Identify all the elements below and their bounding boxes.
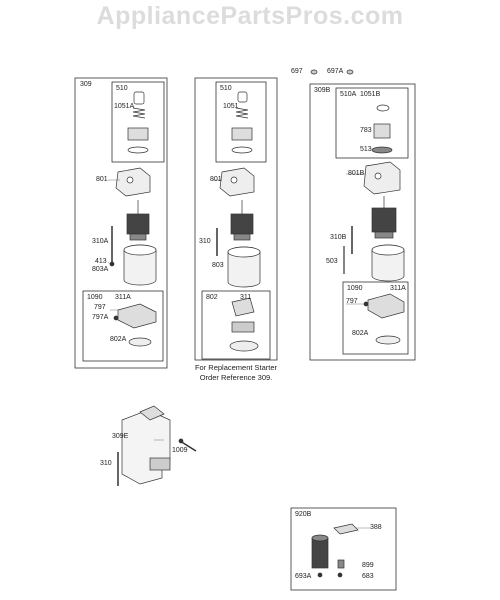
label-801-left: 801 xyxy=(96,176,108,183)
frame-1090-left xyxy=(82,290,164,362)
label-783: 783 xyxy=(360,127,372,134)
label-697: 697 xyxy=(291,68,303,75)
label-797-right: 797 xyxy=(346,298,358,305)
part-802-ring xyxy=(229,340,259,352)
label-310-mid: 310 xyxy=(199,238,211,245)
label-510-left: 510 xyxy=(116,85,128,92)
label-513: 513 xyxy=(360,146,372,153)
part-388 xyxy=(333,523,359,535)
part-693a xyxy=(317,572,323,578)
label-503: 503 xyxy=(326,258,338,265)
part-1051a-spring xyxy=(132,107,146,119)
label-693a: 693A xyxy=(295,573,312,580)
part-gear-mid xyxy=(231,127,253,141)
part-washer-left xyxy=(127,146,149,154)
part-802a-left xyxy=(128,337,152,347)
label-797-left: 797 xyxy=(94,304,106,311)
part-513 xyxy=(371,146,393,154)
frame-510-mid xyxy=(215,81,267,163)
part-899 xyxy=(337,559,345,569)
label-801b: 801B xyxy=(348,170,365,177)
label-920b: 920B xyxy=(295,511,312,518)
part-1051a-cap xyxy=(133,91,145,105)
label-310b: 310B xyxy=(330,234,347,241)
label-1009: 1009 xyxy=(172,447,188,454)
frame-middle xyxy=(194,77,278,361)
label-413: 413 xyxy=(95,258,107,265)
part-802a-right xyxy=(375,335,401,345)
part-311 xyxy=(231,297,255,317)
part-697a xyxy=(346,69,354,75)
part-309e xyxy=(121,409,171,485)
watermark: AppliancePartsPros.com xyxy=(96,2,404,30)
note-line-1: For Replacement Starter xyxy=(194,363,278,372)
note-line-2: Order Reference 309. xyxy=(199,373,273,382)
frame-510a xyxy=(335,87,409,159)
label-802a-right: 802A xyxy=(352,330,369,337)
label-797a: 797A xyxy=(92,314,109,321)
label-802: 802 xyxy=(206,294,218,301)
part-683 xyxy=(337,572,343,578)
part-1051-cap xyxy=(237,91,248,103)
label-1090-left: 1090 xyxy=(87,294,103,301)
label-309e: 309E xyxy=(112,433,129,440)
label-510a: 510A xyxy=(340,91,357,98)
part-1051b xyxy=(376,104,390,112)
label-803a: 803A xyxy=(92,266,109,273)
frame-802 xyxy=(201,290,271,360)
label-510-mid: 510 xyxy=(220,85,232,92)
label-899: 899 xyxy=(362,562,374,569)
frame-510-left xyxy=(111,81,165,163)
part-armature-mid xyxy=(230,213,254,235)
part-1009 xyxy=(179,440,197,452)
label-309: 309 xyxy=(80,81,92,88)
part-920b-solenoid xyxy=(311,537,329,569)
part-801-mid xyxy=(219,167,255,197)
part-gear-left xyxy=(127,127,149,141)
frame-309 xyxy=(74,77,168,369)
label-1051: 1051 xyxy=(223,103,239,110)
part-311a-left xyxy=(117,303,157,329)
part-801b xyxy=(363,161,401,195)
part-armature-left xyxy=(126,213,150,235)
label-683: 683 xyxy=(362,573,374,580)
part-801-left xyxy=(115,167,151,197)
part-783 xyxy=(373,123,391,139)
part-1051-spring xyxy=(235,107,249,119)
frame-920b xyxy=(290,507,397,591)
replacement-note: For Replacement Starter Order Reference … xyxy=(193,363,279,383)
label-697a: 697A xyxy=(327,68,344,75)
label-310a: 310A xyxy=(92,238,109,245)
label-311: 311 xyxy=(240,294,252,301)
part-697 xyxy=(310,69,318,75)
part-413 xyxy=(109,261,115,267)
label-1051b: 1051B xyxy=(360,91,381,98)
part-armature-right xyxy=(371,207,397,233)
part-311a-right xyxy=(367,293,405,319)
label-311a-right: 311A xyxy=(390,285,406,292)
label-801-mid: 801 xyxy=(210,176,222,183)
frame-1090-right xyxy=(342,281,409,355)
label-1090-right: 1090 xyxy=(347,285,363,292)
frame-309b xyxy=(309,83,416,361)
label-1051a: 1051A xyxy=(114,103,135,110)
label-388: 388 xyxy=(370,524,382,531)
label-311a-left: 311A xyxy=(115,294,131,301)
label-802a-left: 802A xyxy=(110,336,127,343)
label-309b: 309B xyxy=(314,87,331,94)
label-310-bottom: 310 xyxy=(100,460,112,467)
label-803: 803 xyxy=(212,262,224,269)
